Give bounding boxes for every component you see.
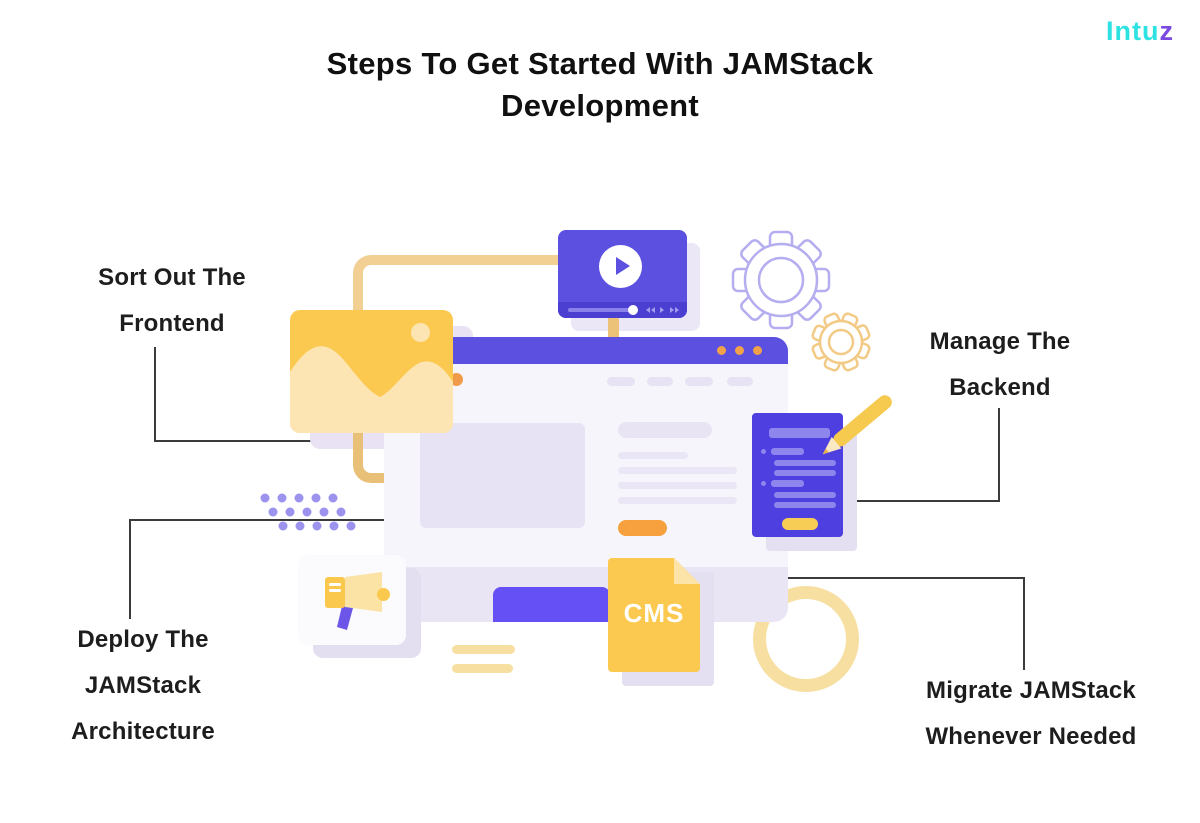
play-icon bbox=[616, 257, 630, 275]
step-label-frontend: Sort Out The Frontend bbox=[98, 264, 246, 337]
doc-bullet bbox=[761, 481, 766, 486]
doc-line bbox=[771, 480, 804, 487]
cta-pill bbox=[618, 520, 667, 536]
browser-header-dot bbox=[753, 346, 762, 355]
video-stand-line bbox=[608, 318, 619, 344]
document-icon bbox=[752, 413, 843, 537]
content-text-line bbox=[618, 452, 688, 459]
page-title-line1: Steps To Get Started With JAMStack bbox=[326, 46, 874, 81]
intuz-logo: Intuz bbox=[1106, 16, 1174, 46]
content-text-line bbox=[618, 467, 737, 474]
image-icon bbox=[290, 310, 453, 433]
video-control-bar bbox=[558, 302, 687, 318]
doc-button-pill bbox=[782, 518, 818, 530]
nav-pill bbox=[685, 377, 713, 386]
doc-line bbox=[774, 492, 836, 498]
video-player-icon bbox=[558, 230, 687, 318]
cms-file-label: CMS bbox=[623, 598, 685, 628]
step-label-deploy: Deploy The JAMStack Architecture bbox=[71, 626, 215, 745]
doc-line bbox=[774, 460, 836, 466]
footer-button bbox=[493, 587, 610, 622]
doc-line bbox=[774, 502, 836, 508]
dash-accent-1 bbox=[452, 645, 515, 654]
image-mountains bbox=[290, 346, 453, 433]
doc-bullet bbox=[761, 449, 766, 454]
orange-dot-accent bbox=[450, 373, 463, 386]
content-image-placeholder bbox=[420, 423, 585, 528]
connector-frontend bbox=[154, 347, 377, 442]
doc-line bbox=[774, 470, 836, 476]
connector-deploy bbox=[129, 519, 385, 619]
megaphone-icon bbox=[325, 572, 390, 630]
gear-icon-large bbox=[731, 230, 831, 330]
connector-migrate bbox=[788, 577, 1025, 670]
doc-header-line bbox=[769, 428, 830, 438]
dots-pattern-icon bbox=[260, 493, 356, 531]
content-text-line bbox=[618, 497, 737, 504]
nav-pill bbox=[727, 377, 753, 386]
content-heading-placeholder bbox=[618, 422, 712, 438]
nav-pill bbox=[607, 377, 635, 386]
cms-file-icon: CMS bbox=[608, 558, 700, 672]
step-label-migrate: Migrate JAMStack Whenever Needed bbox=[925, 677, 1137, 750]
connector-backend bbox=[848, 408, 1000, 502]
play-button bbox=[599, 245, 642, 288]
media-controls-icon bbox=[646, 307, 679, 313]
page-title-line2: Development bbox=[501, 88, 699, 123]
dash-accent-2 bbox=[452, 664, 513, 673]
content-text-line bbox=[618, 482, 737, 489]
browser-header-dot bbox=[735, 346, 744, 355]
nav-pill bbox=[647, 377, 673, 386]
image-sun bbox=[411, 323, 430, 342]
progress-knob bbox=[628, 305, 638, 315]
progress-track bbox=[568, 308, 634, 312]
doc-line bbox=[771, 448, 804, 455]
page-title: Steps To Get Started With JAMStack Devel… bbox=[0, 43, 1200, 127]
yellow-connector-elbow bbox=[353, 420, 408, 483]
step-label-backend: Manage The Backend bbox=[929, 328, 1071, 401]
megaphone-card bbox=[298, 555, 406, 645]
pencil-icon bbox=[822, 395, 892, 455]
browser-header-dot bbox=[717, 346, 726, 355]
gear-icon-small bbox=[811, 312, 871, 372]
